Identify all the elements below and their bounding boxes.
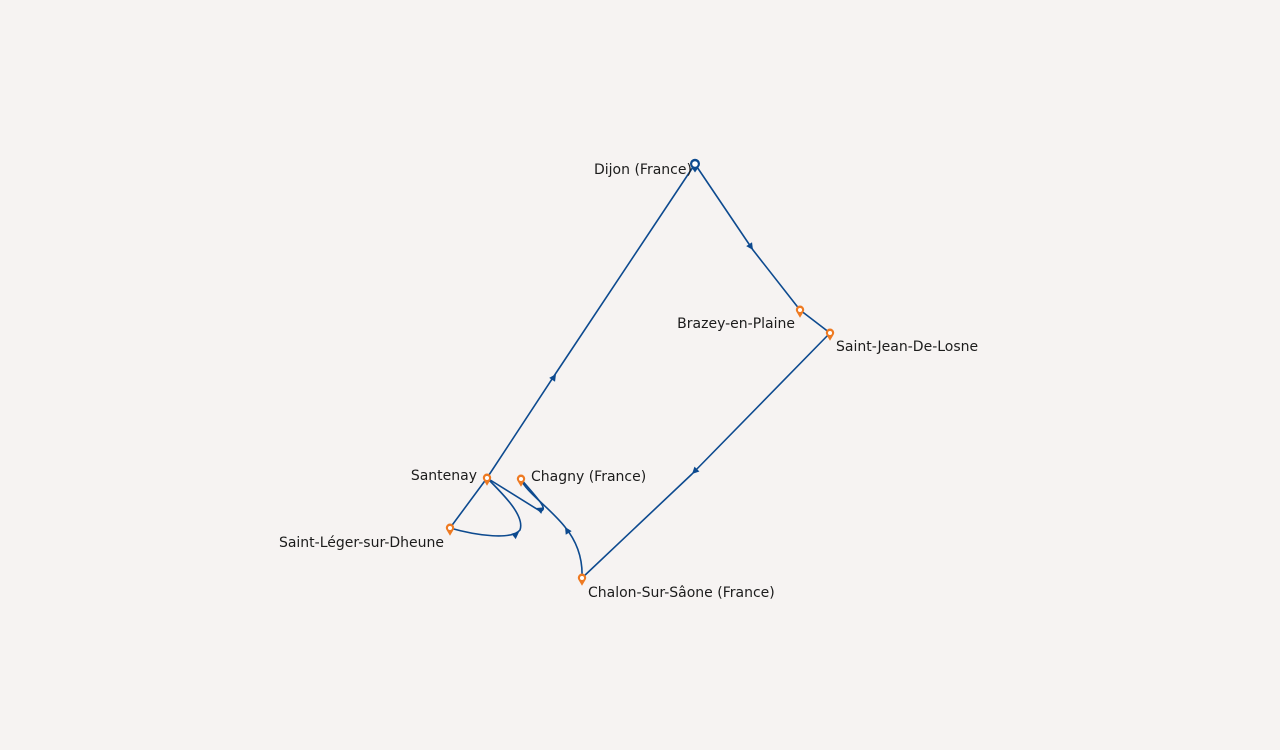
route-leg-saint-leger-to-santenay [449, 477, 522, 537]
stop-label-santenay: Santenay [411, 468, 477, 484]
label-layer: Dijon (France) Brazey-en-Plaine Saint-Je… [279, 162, 978, 601]
stop-marker-saint-leger[interactable] [445, 523, 455, 536]
direction-arrow-icon [549, 374, 556, 382]
start-marker-dijon[interactable] [690, 158, 700, 173]
stop-marker-chalon[interactable] [577, 573, 587, 586]
route-leg-chalon-to-chagny [520, 478, 583, 579]
stop-label-saint-jean: Saint-Jean-De-Losne [836, 339, 978, 355]
direction-arrow-icon [536, 507, 544, 514]
pin-center-dot [798, 308, 802, 312]
pin-center-dot [692, 161, 698, 167]
stop-label-chalon: Chalon-Sur-Sâone (France) [588, 585, 775, 601]
direction-arrow-icon [511, 532, 519, 540]
route-leg-santenay-to-saint-leger [449, 477, 488, 529]
stop-marker-saint-jean[interactable] [825, 328, 835, 341]
pin-center-dot [580, 576, 584, 580]
stop-marker-chagny[interactable] [516, 474, 526, 487]
stop-label-chagny: Chagny (France) [531, 469, 646, 485]
direction-arrow-icon [746, 242, 753, 250]
stop-marker-santenay[interactable] [482, 473, 492, 486]
stop-marker-brazey[interactable] [795, 305, 805, 318]
pin-center-dot [519, 477, 523, 481]
stop-label-dijon: Dijon (France) [594, 162, 692, 178]
stop-label-saint-leger: Saint-Léger-sur-Dheune [279, 535, 444, 551]
stop-label-brazey: Brazey-en-Plaine [677, 316, 795, 332]
marker-layer [445, 158, 835, 586]
pin-center-dot [828, 331, 832, 335]
route-layer [449, 163, 831, 579]
direction-arrow-icon [565, 527, 572, 535]
pin-center-dot [448, 526, 452, 530]
pin-center-dot [485, 476, 489, 480]
route-leg-brazey-to-saint-jean [799, 309, 831, 334]
route-leg-santenay-to-dijon [486, 163, 696, 479]
direction-arrow-icon [692, 466, 700, 474]
